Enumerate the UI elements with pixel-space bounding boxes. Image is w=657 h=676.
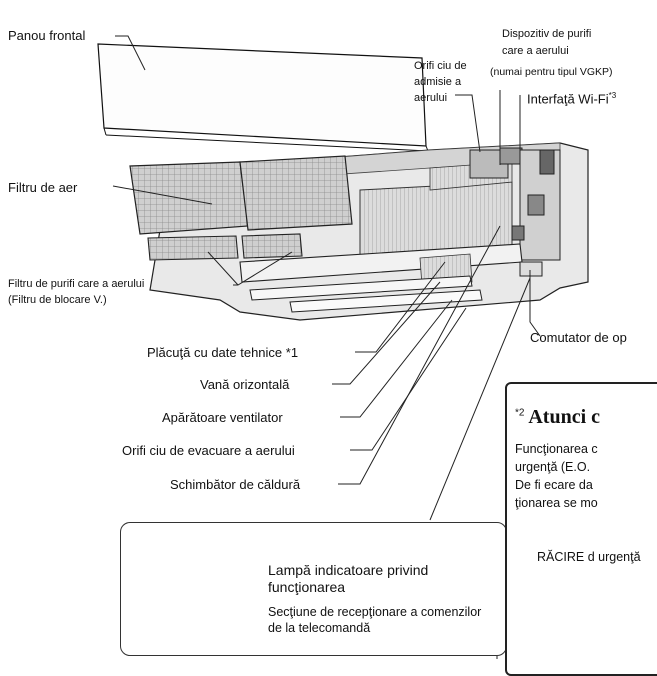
- purify-filter-shape: [147, 235, 239, 261]
- label-heat-exchanger: Schimbător de căldură: [170, 477, 301, 492]
- label-lamp: Lampă indicatoare privind funcţionarea: [268, 562, 429, 595]
- inset-mode: RĂCIRE d urgenţă: [537, 550, 641, 564]
- inset-body: Funcţionarea c urgenţă (E.O. De fi ecare…: [515, 440, 598, 512]
- leader-purify-filter-2: [207, 251, 239, 286]
- leader-receiver: [429, 277, 531, 521]
- wifi-text: Interfaţă Wi-Fi: [527, 91, 609, 107]
- leader-intake: [455, 94, 481, 153]
- air-conditioner-illustration: ⏻: [97, 35, 589, 659]
- inset-line: Funcţionarea c: [515, 442, 598, 456]
- receiver-panel: [120, 522, 507, 656]
- inset-line: urgenţă (E.O.: [515, 460, 591, 474]
- air-filter-shape: [129, 161, 249, 235]
- label-wifi: Interfaţă Wi-Fi*3: [527, 88, 616, 106]
- leader-front-panel: [115, 35, 146, 71]
- label-receiver: Secţiune de recepţionare a comenzilor de…: [268, 605, 482, 635]
- label-purify-filter: Filtru de purifi care a aerului: [8, 278, 145, 290]
- inset-mark: *2: [515, 407, 525, 419]
- label-purify-filter-note: (Filtru de blocare V.): [8, 294, 107, 306]
- front-panel-shape: [97, 43, 427, 147]
- wifi-mark: *3: [608, 91, 617, 100]
- inset-line: De fi ecare da: [515, 478, 593, 492]
- label-intake-grille: Orifi ciu de admisie a aerului: [414, 60, 467, 104]
- label-outlet: Orifi ciu de evacuare a aerului: [122, 443, 295, 458]
- inset-line: ţionarea se mo: [515, 496, 598, 510]
- leader-fan-guard: [340, 299, 453, 418]
- label-operation-switch: Comutator de op: [530, 330, 627, 345]
- inset-emergency-panel: *2 Atunci c Funcţionarea c urgenţă (E.O.…: [505, 382, 657, 676]
- leader-heat-exchanger: [338, 225, 501, 485]
- inset-title-text: Atunci c: [528, 406, 601, 428]
- leader-nameplate: [355, 261, 446, 353]
- label-nameplate: Plăcuţă cu date tehnice *1: [147, 345, 299, 360]
- leader-air-filter: [112, 185, 213, 205]
- label-purifier-note: (numai pentru tipul VGKP): [490, 66, 613, 78]
- inset-title: *2 Atunci c: [515, 406, 600, 429]
- label-fan-guard: Apărătoare ventilator: [162, 410, 283, 425]
- leader-louver: [332, 281, 441, 385]
- label-front-panel: Panou frontal: [8, 28, 86, 43]
- leader-switch: [529, 270, 541, 337]
- leader-outlet: [350, 307, 467, 451]
- label-purifier-device: Dispozitiv de purifi care a aerului: [502, 28, 592, 57]
- label-air-filter: Filtru de aer: [8, 180, 78, 195]
- label-horizontal-louver: Vană orizontală: [200, 377, 290, 392]
